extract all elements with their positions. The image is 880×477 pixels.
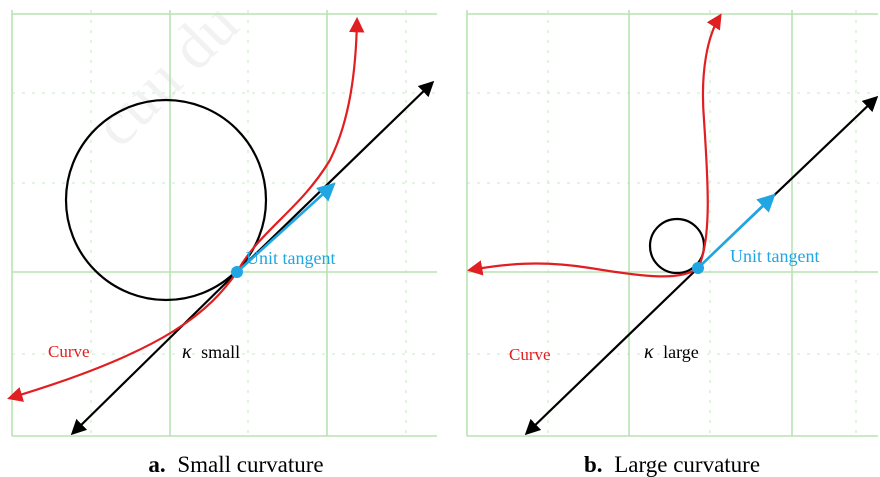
kappa-symbol-b: κ	[644, 341, 654, 363]
panel-a-minor-grid	[12, 10, 437, 436]
curve-a	[236, 16, 365, 273]
unit-tangent-label-b: Unit tangent	[730, 246, 819, 266]
kappa-text-b: large	[663, 342, 699, 362]
panel-a: Curve Unit tangent κ small a. Small curv…	[7, 10, 437, 477]
caption-b-text: Large curvature	[614, 452, 760, 477]
caption-b-letter: b.	[584, 452, 603, 477]
point-a	[231, 266, 243, 278]
osculating-circle-large	[64, 98, 268, 302]
point-b	[692, 262, 704, 274]
tangent-line-b-lower	[524, 267, 699, 436]
unit-tangent-label-a: Unit tangent	[246, 248, 335, 268]
panel-b: Curve Unit tangent κ large b. Large curv…	[466, 10, 879, 477]
unit-tangent-vector-a	[236, 182, 336, 273]
curve-label-b: Curve	[509, 345, 551, 364]
curve-a-lower	[7, 271, 238, 402]
tangent-line-a	[236, 80, 435, 273]
kappa-label-a: κ small	[182, 341, 240, 363]
caption-a-text: Small curvature	[177, 452, 323, 477]
unit-tangent-vector-b	[697, 193, 776, 269]
watermark: cuu du	[80, 0, 252, 160]
curve-b	[697, 13, 722, 269]
curve-label-a: Curve	[48, 342, 90, 361]
kappa-text-a: small	[201, 342, 240, 362]
curve-b-lower	[466, 260, 699, 278]
panel-b-minor-grid	[467, 10, 878, 436]
kappa-symbol-a: κ	[182, 341, 192, 363]
tangent-line-a-lower	[70, 271, 238, 436]
caption-b: b. Large curvature	[584, 452, 760, 477]
caption-a-letter: a.	[148, 452, 165, 477]
kappa-label-b: κ large	[644, 341, 699, 363]
caption-a: a. Small curvature	[148, 452, 323, 477]
panel-b-grid	[466, 10, 878, 437]
panel-a-grid	[11, 10, 437, 437]
